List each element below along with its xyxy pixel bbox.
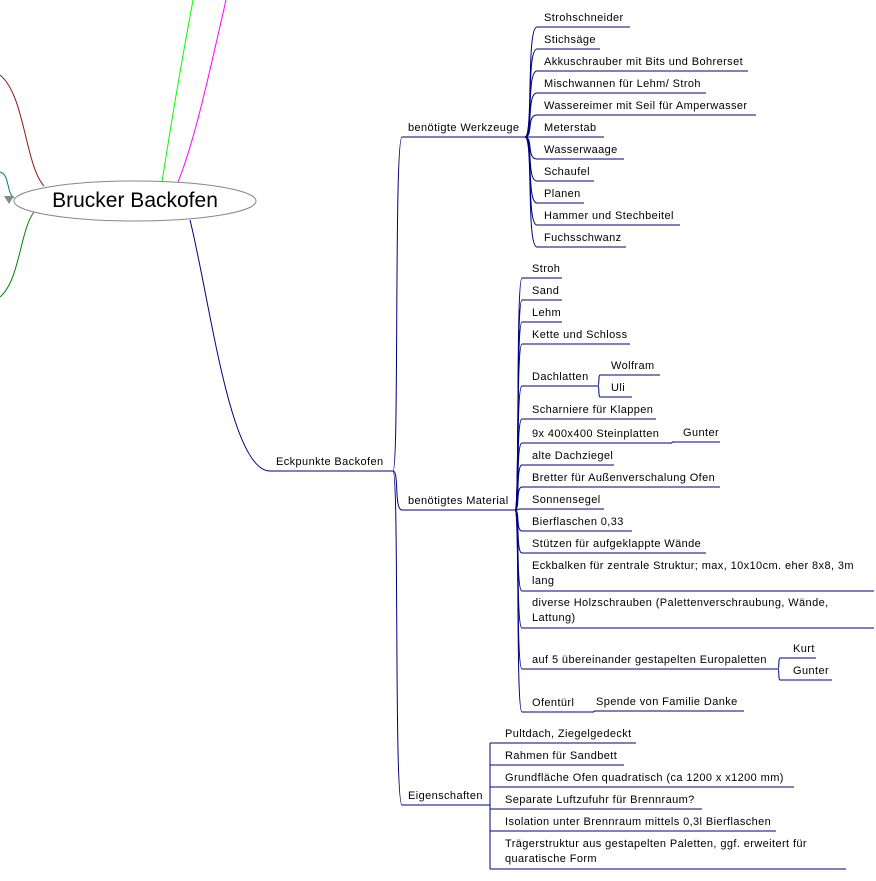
material-item[interactable]: alte Dachziegel <box>532 450 614 462</box>
connector <box>392 470 403 806</box>
root-node[interactable]: Brucker Backofen <box>52 189 218 212</box>
node-eckpunkte-backofen[interactable]: Eckpunkte Backofen <box>276 456 384 468</box>
werkzeug-item[interactable]: Fuchsschwanz <box>544 232 622 244</box>
werkzeug-item[interactable]: Planen <box>544 188 581 200</box>
material-item[interactable]: Eckbalken für zentrale Struktur; max, 10… <box>532 560 854 587</box>
branch-line-magenta <box>177 0 227 183</box>
material-item[interactable]: Bretter für Außenverschalung Ofen <box>532 472 716 484</box>
eigenschaft-item[interactable]: Grundfläche Ofen quadratisch (ca 1200 x … <box>505 772 784 784</box>
werkzeug-item[interactable]: Hammer und Stechbeitel <box>544 210 674 222</box>
werkzeug-item[interactable]: Stichsäge <box>544 34 596 46</box>
werkzeug-item[interactable]: Akkuschrauber mit Bits und Bohrerset <box>544 56 744 68</box>
werkzeug-item[interactable]: Wassereimer mit Seil für Amperwasser <box>544 100 748 112</box>
eigenschaft-item[interactable]: Separate Luftzufuhr für Brennraum? <box>505 794 695 806</box>
child-gunter[interactable]: Gunter <box>793 665 830 677</box>
branch-line-green <box>161 0 194 183</box>
branch-line-brown <box>0 74 45 187</box>
eigenschaft-item[interactable]: Rahmen für Sandbett <box>505 750 618 762</box>
child-spende[interactable]: Spende von Familie Danke <box>596 696 738 708</box>
werkzeug-item[interactable]: Mischwannen für Lehm/ Stroh <box>544 78 701 90</box>
material-item[interactable]: Lehm <box>532 307 562 319</box>
material-item[interactable]: auf 5 übereinander gestapelten Europalet… <box>532 654 767 666</box>
material-item[interactable]: 9x 400x400 Steinplatten <box>532 428 660 440</box>
root-ellipse <box>13 180 257 222</box>
werkzeug-item[interactable]: Schaufel <box>544 166 591 178</box>
connector <box>514 486 523 511</box>
material-item[interactable]: Sonnensegel <box>532 494 601 506</box>
node-benoetigte-werkzeuge[interactable]: benötigte Werkzeuge <box>408 122 520 134</box>
connector <box>597 385 601 398</box>
material-item[interactable]: Ofentürl <box>532 697 575 709</box>
eigenschaft-item[interactable]: Trägerstruktur aus gestapelten Paletten,… <box>505 838 807 865</box>
material-item[interactable]: Stützen für aufgeklappte Wände <box>532 538 702 550</box>
child-wolfram[interactable]: Wolfram <box>611 360 655 372</box>
eigenschaft-item[interactable]: Pultdach, Ziegelgedeckt <box>505 728 632 740</box>
connector <box>524 136 538 248</box>
material-item[interactable]: Scharniere für Klappen <box>532 404 654 416</box>
connector <box>777 657 781 670</box>
connector <box>777 668 781 681</box>
material-item[interactable]: Sand <box>532 285 560 297</box>
material-item[interactable]: Bierflaschen 0,33 <box>532 516 624 528</box>
child-kurt[interactable]: Kurt <box>793 643 815 655</box>
eigenschaft-item[interactable]: Isolation unter Brennraum mittels 0,3l B… <box>505 816 772 828</box>
connector <box>514 509 523 713</box>
connector <box>597 374 601 387</box>
connector <box>392 136 403 472</box>
connector <box>524 114 538 138</box>
connector <box>524 92 538 138</box>
connector <box>189 219 271 472</box>
connector <box>392 470 403 511</box>
branch-line-teal <box>0 171 15 199</box>
collapse-triangle-icon[interactable] <box>4 196 14 204</box>
material-item[interactable]: diverse Holzschrauben (Palettenverschrau… <box>532 597 829 624</box>
werkzeug-item[interactable]: Meterstab <box>544 122 597 134</box>
werkzeug-item[interactable]: Wasserwaage <box>544 144 618 156</box>
node-eigenschaften[interactable]: Eigenschaften <box>408 790 483 802</box>
child-gunter[interactable]: Gunter <box>683 427 720 439</box>
material-item[interactable]: Kette und Schloss <box>532 329 628 341</box>
node-benoetigtes-material[interactable]: benötigtes Material <box>408 495 509 507</box>
branch-line-darkgreen <box>0 211 35 298</box>
child-uli[interactable]: Uli <box>611 382 626 394</box>
material-item[interactable]: Stroh <box>532 263 561 275</box>
werkzeug-item[interactable]: Strohschneider <box>544 12 624 24</box>
material-item[interactable]: Dachlatten <box>532 371 589 383</box>
